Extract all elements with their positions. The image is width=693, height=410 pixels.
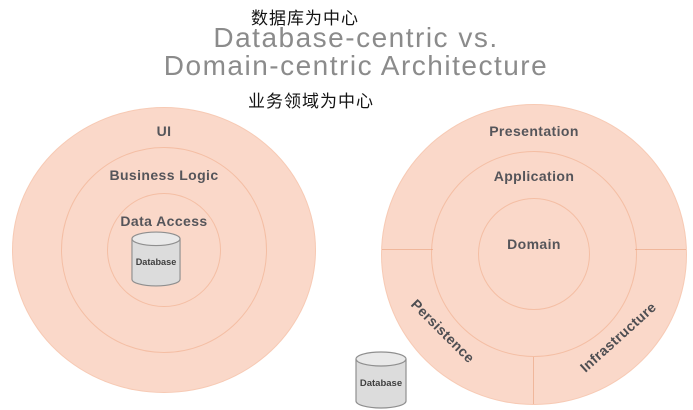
data-access-ring-circle bbox=[107, 193, 221, 307]
sector-divider-bottom bbox=[533, 357, 534, 404]
business-logic-ring-label: Business Logic bbox=[109, 167, 219, 183]
domain-centric-diagram: Presentation Application Domain Persiste… bbox=[381, 104, 687, 405]
external-database-cylinder-icon: Database bbox=[355, 351, 407, 410]
title-line-1: Database-centric vs. bbox=[213, 22, 499, 53]
business-logic-ring-circle bbox=[61, 147, 267, 353]
domain-ring-circle bbox=[478, 198, 590, 310]
database-centric-diagram: UI Business Logic Data Access Database bbox=[12, 107, 316, 393]
application-ring-label: Application bbox=[493, 168, 575, 184]
inner-database-label: Database bbox=[136, 257, 177, 267]
caption-domain-centric-cn: 业务领域为中心 bbox=[248, 92, 374, 111]
caption-database-centric-cn: 数据库为中心 bbox=[251, 9, 359, 28]
domain-ring-label: Domain bbox=[507, 236, 561, 252]
presentation-ring-label: Presentation bbox=[489, 123, 579, 139]
inner-database-cylinder-icon: Database bbox=[131, 231, 181, 292]
data-access-ring-label: Data Access bbox=[120, 213, 208, 229]
external-database-label: Database bbox=[360, 378, 402, 389]
ui-ring-label: UI bbox=[156, 123, 172, 139]
page-title: Database-centric vs. Domain-centric Arch… bbox=[164, 24, 548, 80]
sector-divider-left bbox=[382, 249, 433, 250]
title-line-2: Domain-centric Architecture bbox=[163, 50, 549, 81]
sector-divider-right bbox=[635, 249, 686, 250]
application-ring-circle bbox=[431, 151, 637, 357]
